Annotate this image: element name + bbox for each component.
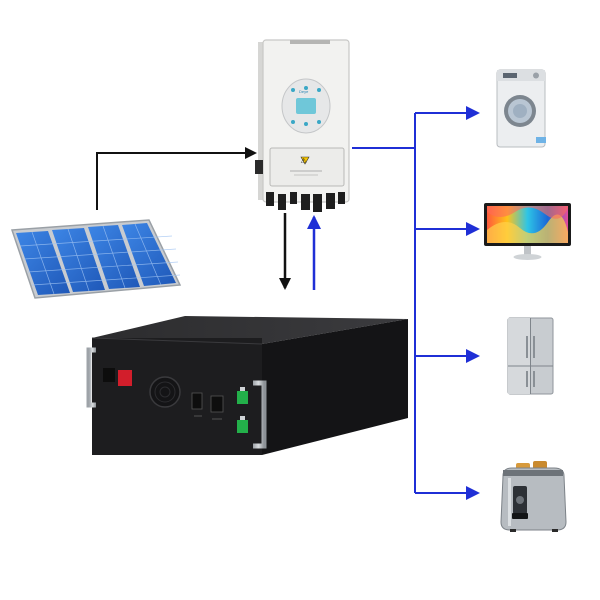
refrigerator-icon xyxy=(507,317,554,395)
battery-green-connector-bottom xyxy=(237,420,248,433)
inverter-terminals xyxy=(266,192,345,212)
battery-left-handle xyxy=(86,347,96,408)
battery-green-connector-top xyxy=(237,391,248,404)
battery-fan-icon xyxy=(149,376,181,408)
battery-pack-icon xyxy=(86,316,408,455)
battery-right-handle xyxy=(253,380,267,449)
connections xyxy=(96,106,480,500)
solar-panel-icon xyxy=(10,219,182,299)
inverter-icon: Deye ⚠ xyxy=(255,39,350,212)
washing-machine-icon xyxy=(496,69,546,148)
battery-port-1 xyxy=(191,392,203,410)
battery-port-2 xyxy=(210,395,224,413)
toaster-icon xyxy=(500,461,567,532)
inverter-brand-label: Deye xyxy=(299,89,309,94)
inverter-display: Deye xyxy=(281,78,331,134)
inverter-warning-symbol: ⚠ xyxy=(301,157,308,165)
battery-positive-terminal xyxy=(118,370,132,386)
monitor-icon xyxy=(484,203,571,260)
solar-to-inverter-arrow xyxy=(96,147,257,210)
